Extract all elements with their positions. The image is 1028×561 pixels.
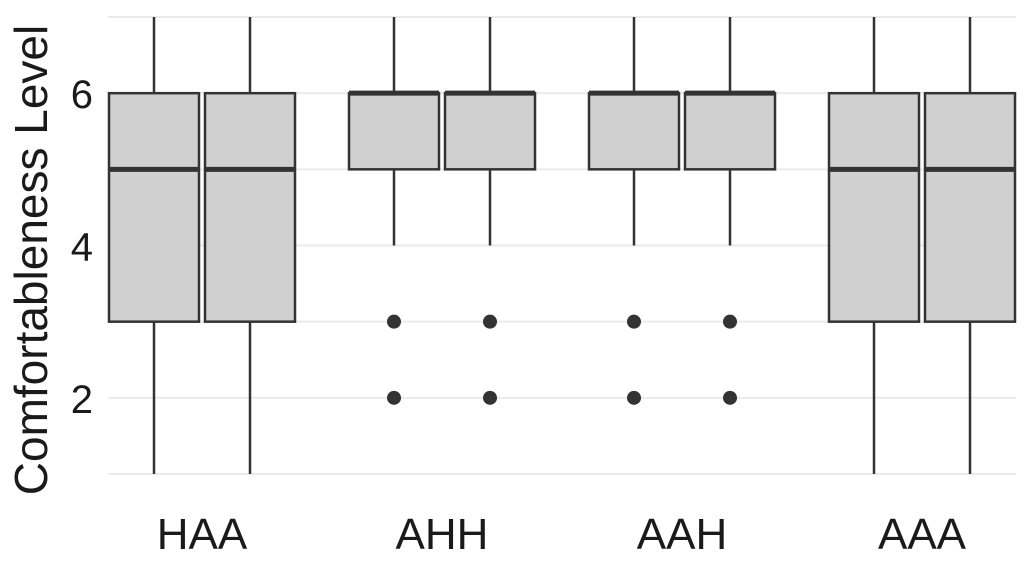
box-rect-ahh-solid (347, 91, 441, 171)
box-series (107, 17, 1017, 474)
box-rect-ahh-hatched (443, 91, 537, 171)
box-aaa-solid (827, 17, 921, 474)
y-tick-label: 6 (71, 73, 93, 117)
y-axis-label: Comfortableness Level (5, 25, 57, 495)
outlier-point-aah-solid (627, 390, 641, 405)
outlier-point-ahh-solid (387, 390, 401, 405)
y-tick-label: 4 (71, 226, 93, 270)
box-rect-aaa-solid (827, 91, 921, 323)
box-rect-haa-solid (107, 91, 201, 323)
box-ahh-solid (347, 17, 441, 405)
x-tick-label-ahh: AHH (396, 510, 489, 559)
box-aah-solid (587, 17, 681, 405)
y-tick-label: 2 (71, 378, 93, 422)
outlier-point-ahh-hatched (483, 390, 497, 405)
x-tick-label-haa: HAA (157, 510, 248, 559)
box-rect-haa-hatched (203, 91, 297, 323)
outlier-point-ahh-hatched (483, 314, 497, 329)
outlier-point-aah-hatched (723, 314, 737, 329)
x-tick-label-aaa: AAA (878, 510, 967, 559)
outlier-point-aah-hatched (723, 390, 737, 405)
x-tick-label-aah: AAH (637, 510, 727, 559)
outlier-point-ahh-solid (387, 314, 401, 329)
box-ahh-hatched (443, 17, 537, 405)
box-haa-solid (107, 17, 201, 474)
box-rect-aaa-hatched (923, 91, 1017, 323)
box-rect-aah-solid (587, 91, 681, 171)
box-haa-hatched (203, 17, 297, 474)
box-rect-aah-hatched (683, 91, 777, 171)
box-aaa-hatched (923, 17, 1017, 474)
outlier-point-aah-solid (627, 314, 641, 329)
box-aah-hatched (683, 17, 777, 405)
